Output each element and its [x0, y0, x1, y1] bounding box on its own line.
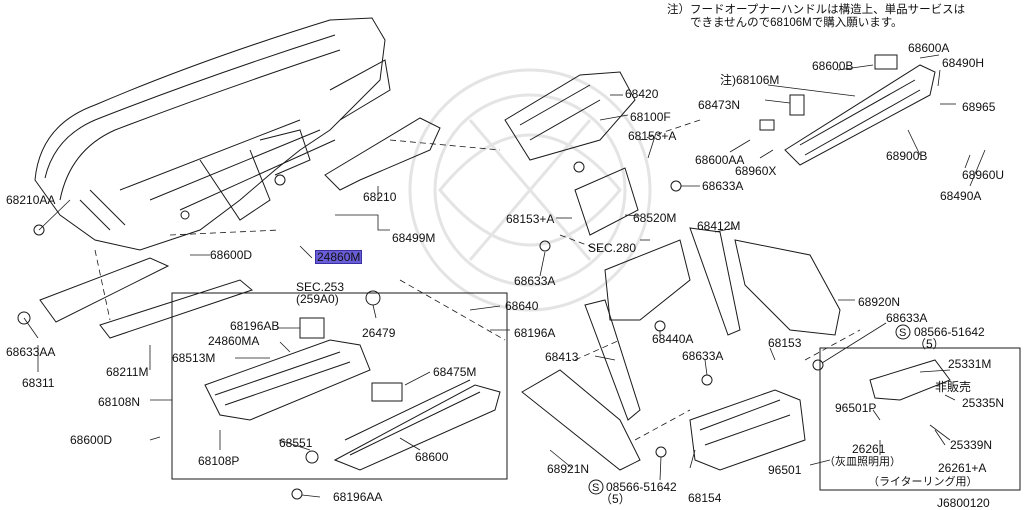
part-label-08566-51642-b[interactable]: 08566-51642	[606, 480, 677, 494]
part-label-68196aa[interactable]: 68196AA	[333, 490, 383, 504]
part-label-68965[interactable]: 68965	[962, 100, 996, 114]
part-label-68551[interactable]: 68551	[279, 436, 313, 450]
part-label-96501p[interactable]: 96501P	[835, 401, 877, 415]
part-label-68153[interactable]: 68153	[768, 336, 802, 350]
duct-drawing	[504, 71, 636, 161]
part-label-68440a[interactable]: 68440A	[652, 332, 694, 346]
part-label-68153a-mid[interactable]: 68153+A	[506, 212, 555, 226]
part-label-68633a-d[interactable]: 68633A	[886, 311, 928, 325]
ashtray-group-frame	[819, 347, 1021, 491]
part-label-68196ab[interactable]: 68196AB	[230, 319, 280, 333]
watermark-logo	[408, 68, 652, 312]
lower-trim-panel-drawing	[39, 257, 254, 339]
part-label-68420[interactable]: 68420	[625, 87, 659, 101]
note-line-1: 注）フードオープナーハンドルは構造上、単品サービスは	[667, 4, 966, 16]
part-label-68633a-c[interactable]: 68633A	[682, 349, 724, 363]
quantity-label-b: （5）	[600, 492, 631, 506]
side-panel-68920n-drawing	[734, 239, 841, 336]
part-label-26479[interactable]: 26479	[362, 326, 396, 340]
part-label-68920n[interactable]: 68920N	[858, 295, 901, 309]
part-label-25335n[interactable]: 25335N	[962, 396, 1005, 410]
audio-unit-drawing	[574, 167, 639, 236]
part-label-26261a[interactable]: 26261+A	[938, 461, 987, 475]
part-label-25339n[interactable]: 25339N	[950, 438, 993, 452]
part-label-68153a-top[interactable]: 68153+A	[628, 129, 677, 143]
section-label-sec253[interactable]: SEC.253	[296, 280, 345, 294]
part-label-68520m[interactable]: 68520M	[633, 211, 677, 225]
part-label-24860ma[interactable]: 24860MA	[208, 334, 260, 348]
section-sublabel-259a0: (259A0)	[296, 292, 339, 306]
dashed-lines	[94, 119, 861, 441]
part-label-08566-51642-a[interactable]: 08566-51642	[914, 325, 985, 339]
part-label-68100f[interactable]: 68100F	[630, 110, 671, 124]
trim-68413-drawing	[584, 299, 641, 421]
part-label-96501[interactable]: 96501	[768, 463, 802, 477]
part-label-68475m[interactable]: 68475M	[433, 365, 477, 379]
glovebox-group-frame	[171, 292, 508, 480]
not-sold-label: 非販売	[935, 380, 972, 394]
part-label-68921n[interactable]: 68921N	[547, 462, 590, 476]
part-label-68210aa[interactable]: 68210AA	[6, 193, 56, 207]
part-label-68600[interactable]: 68600	[415, 450, 449, 464]
part-label-68413[interactable]: 68413	[545, 350, 579, 364]
part-label-68633aa[interactable]: 68633AA	[6, 345, 56, 359]
part-label-68633a-a[interactable]: 68633A	[702, 179, 744, 193]
leader-lines	[23, 54, 986, 498]
svg-text:S: S	[899, 327, 906, 339]
panel-68921n-drawing	[521, 369, 641, 471]
glovebox-drawing	[204, 317, 501, 471]
part-label-68154[interactable]: 68154	[688, 491, 722, 505]
drawing-id: J6800120	[937, 496, 990, 510]
part-label-68960x[interactable]: 68960X	[735, 164, 777, 178]
ashtray-drawing	[869, 359, 951, 401]
part-label-68513m[interactable]: 68513M	[172, 351, 216, 365]
part-label-68633a-b[interactable]: 68633A	[514, 274, 556, 288]
switch-panel-drawing	[759, 54, 936, 166]
part-label-68108n[interactable]: 68108N	[98, 395, 141, 409]
quantity-label-a: （5）	[914, 337, 945, 351]
part-label-26261[interactable]: 26261	[852, 442, 886, 456]
part-label-68106m[interactable]: 注)68106M	[720, 73, 780, 87]
part-sublabel-26261: （灰皿照明用）	[824, 456, 901, 468]
part-label-68108p[interactable]: 68108P	[198, 454, 240, 468]
screw-symbol-a: S	[895, 324, 911, 340]
part-label-68412m[interactable]: 68412M	[697, 219, 741, 233]
part-label-68490h[interactable]: 68490H	[942, 56, 985, 70]
part-label-68640[interactable]: 68640	[505, 299, 539, 313]
part-label-25331m[interactable]: 25331M	[948, 357, 992, 371]
part-sublabel-26261a: （ライターリング用）	[868, 476, 978, 488]
part-label-68600a[interactable]: 68600A	[908, 41, 950, 55]
part-label-68211m[interactable]: 68211M	[106, 365, 149, 379]
part-label-68499m[interactable]: 68499M	[392, 231, 436, 245]
section-label-sec280[interactable]: SEC.280	[588, 241, 637, 255]
dashboard-panel-drawing	[34, 17, 391, 251]
strip-68412m-drawing	[689, 227, 741, 336]
part-label-68600b[interactable]: 68600B	[812, 59, 854, 73]
part-label-68490a[interactable]: 68490A	[940, 189, 982, 203]
part-label-68196a[interactable]: 68196A	[514, 326, 556, 340]
part-label-68600d-bottom[interactable]: 68600D	[70, 433, 113, 447]
part-label-68600d-top[interactable]: 68600D	[210, 248, 253, 262]
part-label-68210[interactable]: 68210	[363, 190, 397, 204]
part-label-24860m-highlighted[interactable]: 24860M	[315, 250, 363, 264]
part-label-68960u[interactable]: 68960U	[962, 168, 1005, 182]
screw-symbol-b: S	[588, 479, 604, 495]
console-frame-drawing	[689, 389, 806, 471]
svg-text:S: S	[592, 482, 599, 494]
part-label-68900b[interactable]: 68900B	[886, 149, 928, 163]
cover-68210-drawing	[324, 117, 441, 191]
part-label-68600aa[interactable]: 68600AA	[695, 153, 745, 167]
note-line-2: できませんので68106Mで購入願います。	[690, 17, 903, 29]
part-label-68311[interactable]: 68311	[22, 376, 55, 390]
part-label-68473n[interactable]: 68473N	[698, 98, 741, 112]
